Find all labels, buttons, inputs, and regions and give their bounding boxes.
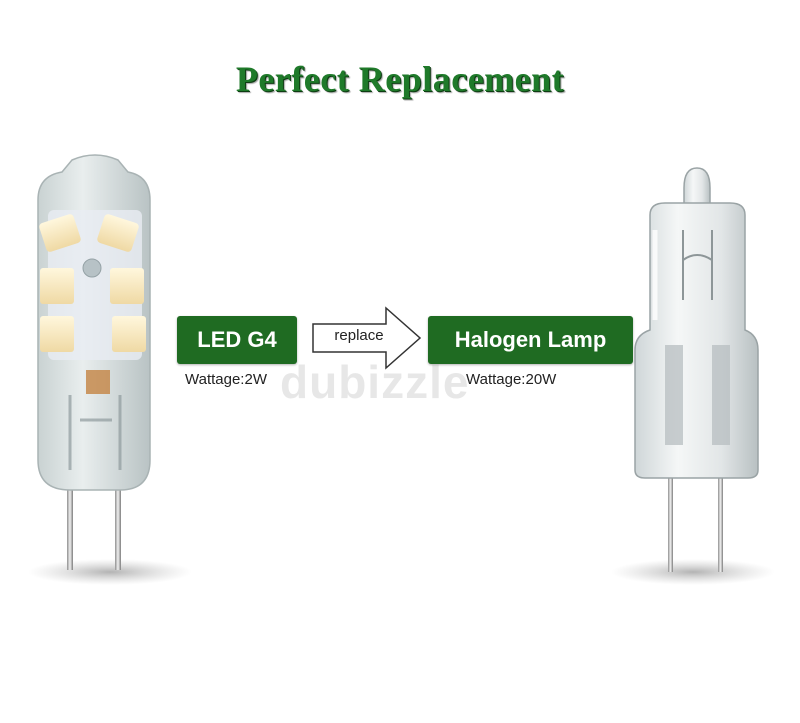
halogen-shadow [611,559,775,585]
halogen-lamp-label: Halogen Lamp [428,316,633,364]
led-g4-label: LED G4 [177,316,297,364]
watermark: dubizzle [280,356,470,408]
halogen-bulb-icon [634,167,759,572]
led-bulb-icon [37,154,151,570]
arrow-right-icon [312,306,422,370]
halogen-wattage: Wattage:20W [466,371,557,388]
led-shadow [28,559,192,585]
page-title: Perfect Replacement [235,59,565,99]
replace-label: replace [334,327,384,344]
led-wattage: Wattage:2W [185,371,267,388]
